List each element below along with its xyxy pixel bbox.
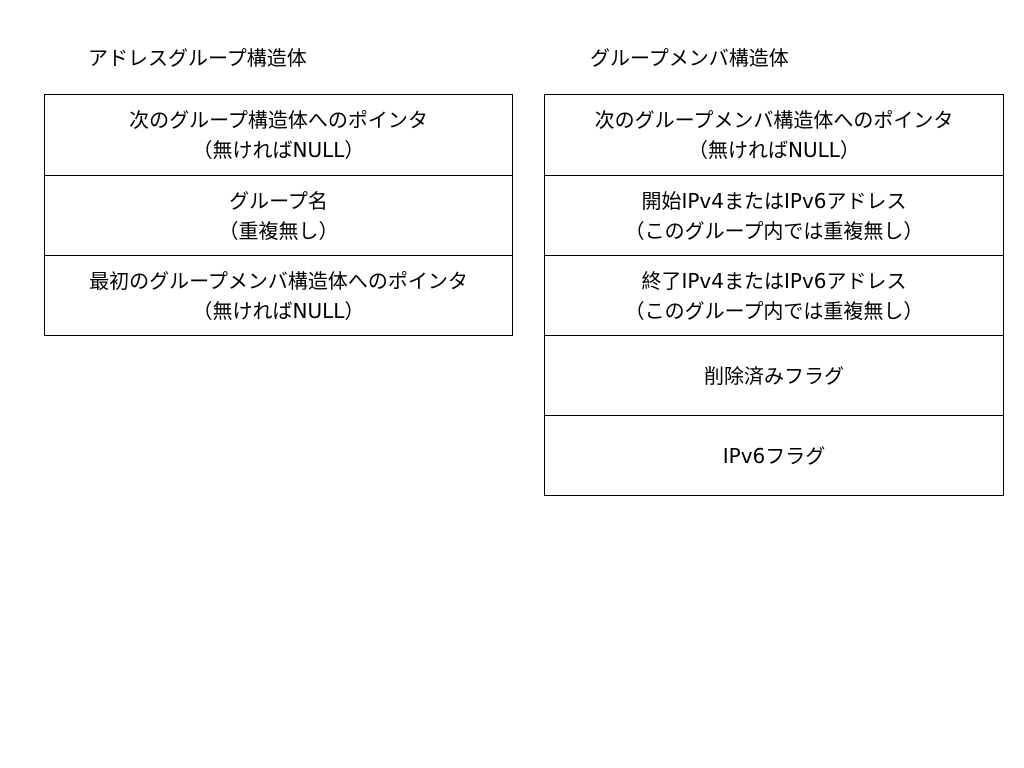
field-next-group-pointer: 次のグループ構造体へのポインタ （無ければNULL） — [45, 95, 512, 175]
group-member-struct-title: グループメンバ構造体 — [590, 46, 789, 70]
field-label: 最初のグループメンバ構造体へのポインタ — [89, 268, 468, 293]
field-ipv6-flag: IPv6フラグ — [545, 415, 1003, 495]
field-end-address: 終了IPv4またはIPv6アドレス （このグループ内では重複無し） — [545, 255, 1003, 335]
field-note: （このグループ内では重複無し） — [624, 218, 924, 243]
field-deleted-flag: 削除済みフラグ — [545, 335, 1003, 415]
address-group-struct-title: アドレスグループ構造体 — [88, 46, 307, 70]
field-note: （重複無し） — [218, 218, 339, 243]
field-note: （このグループ内では重複無し） — [624, 298, 924, 323]
field-label: 削除済みフラグ — [704, 363, 844, 388]
field-label: グループ名 — [229, 188, 328, 213]
field-label: 次のグループ構造体へのポインタ — [129, 108, 428, 132]
address-group-struct: 次のグループ構造体へのポインタ （無ければNULL） グループ名 （重複無し） … — [44, 94, 513, 336]
group-member-struct: 次のグループメンバ構造体へのポインタ （無ければNULL） 開始IPv4またはI… — [544, 94, 1004, 496]
field-note: （無ければNULL） — [192, 138, 365, 162]
field-next-member-pointer: 次のグループメンバ構造体へのポインタ （無ければNULL） — [545, 95, 1003, 175]
field-label: 次のグループメンバ構造体へのポインタ — [594, 108, 954, 132]
field-label: IPv6フラグ — [722, 443, 826, 468]
field-label: 開始IPv4またはIPv6アドレス — [641, 188, 907, 213]
field-first-member-pointer: 最初のグループメンバ構造体へのポインタ （無ければNULL） — [45, 255, 512, 335]
field-label: 終了IPv4またはIPv6アドレス — [641, 268, 907, 293]
field-start-address: 開始IPv4またはIPv6アドレス （このグループ内では重複無し） — [545, 175, 1003, 255]
field-group-name: グループ名 （重複無し） — [45, 175, 512, 255]
field-note: （無ければNULL） — [688, 138, 860, 162]
field-note: （無ければNULL） — [192, 298, 365, 323]
